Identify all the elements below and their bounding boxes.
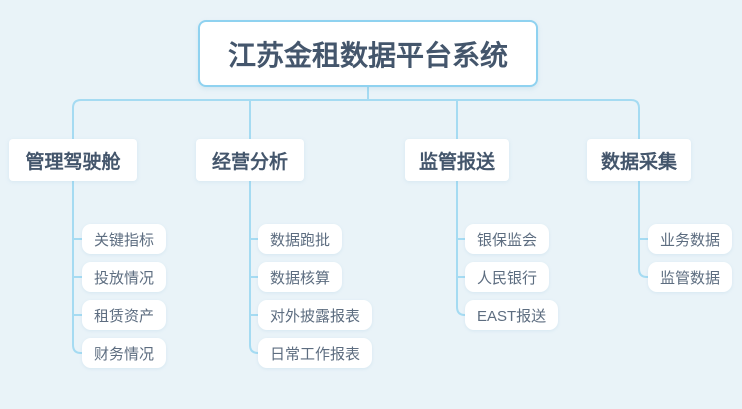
child-node-external-disclosure-reports[interactable]: 对外披露报表 xyxy=(258,300,373,330)
child-node-business-data[interactable]: 业务数据 xyxy=(648,224,733,254)
child-node-placement-status[interactable]: 投放情况 xyxy=(82,262,167,292)
branch-management-cockpit[interactable]: 管理驾驶舱 xyxy=(9,139,137,181)
branch-business-analysis[interactable]: 经营分析 xyxy=(196,139,304,181)
child-node-cbirc[interactable]: 银保监会 xyxy=(465,224,550,254)
branch-data-collection[interactable]: 数据采集 xyxy=(587,139,691,181)
child-node-data-accounting[interactable]: 数据核算 xyxy=(258,262,343,292)
child-node-daily-work-reports[interactable]: 日常工作报表 xyxy=(258,338,373,368)
child-node-east-reporting[interactable]: EAST报送 xyxy=(465,300,559,330)
child-node-data-batch[interactable]: 数据跑批 xyxy=(258,224,343,254)
child-node-regulatory-data[interactable]: 监管数据 xyxy=(648,262,733,292)
child-node-pboc[interactable]: 人民银行 xyxy=(465,262,550,292)
child-node-leasing-assets[interactable]: 租赁资产 xyxy=(82,300,167,330)
root-node-title[interactable]: 江苏金租数据平台系统 xyxy=(198,20,538,87)
branch-regulatory-reporting[interactable]: 监管报送 xyxy=(405,139,509,181)
child-node-financial-status[interactable]: 财务情况 xyxy=(82,338,167,368)
child-node-key-indicators[interactable]: 关键指标 xyxy=(82,224,167,254)
